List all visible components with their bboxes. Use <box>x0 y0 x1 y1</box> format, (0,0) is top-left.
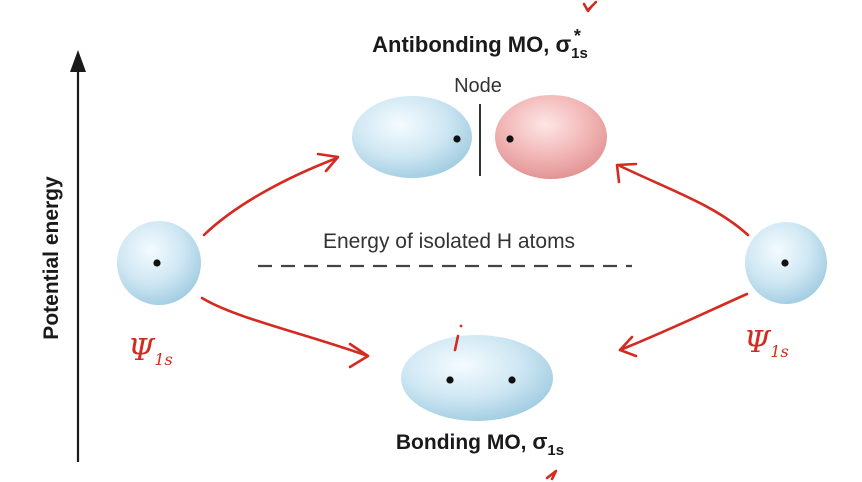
arrowhead <box>618 335 638 358</box>
stray-mark <box>453 334 460 352</box>
antibonding-lobe-pink <box>495 95 607 179</box>
arrowhead <box>348 342 370 369</box>
bonding-title: Bonding MO, σ1s <box>396 429 564 459</box>
antibonding-sigma: σ <box>555 31 571 57</box>
node-label: Node <box>454 75 502 97</box>
arrow-left-to-antibonding <box>202 156 339 237</box>
antibonding-label: Antibonding MO, <box>372 32 555 57</box>
arrow-right-to-bonding <box>618 292 749 352</box>
axis-arrowhead <box>70 50 86 72</box>
nucleus-dot <box>153 259 161 267</box>
handwritten-annotations: Ψ1s Ψ1s <box>128 0 789 481</box>
isolated-atoms-label: Energy of isolated H atoms <box>323 230 575 253</box>
arrow-right-to-antibonding <box>618 164 750 237</box>
antibonding-orbital <box>352 95 607 179</box>
antibonding-subscript: 1s <box>571 45 588 62</box>
bonding-sigma: σ <box>532 429 547 454</box>
arrowhead <box>615 162 638 184</box>
antibonding-star: * <box>574 26 581 46</box>
tick-mark-bottom <box>545 469 558 481</box>
bonding-label: Bonding MO, <box>396 431 532 454</box>
bonding-orbital <box>401 335 553 421</box>
nucleus-dot <box>781 259 789 267</box>
left-h-atom <box>117 221 201 305</box>
arrowhead <box>316 152 340 173</box>
stray-dot <box>459 324 463 328</box>
left-psi-label: Ψ1s <box>128 333 173 369</box>
axis-label: Potential energy <box>40 176 63 340</box>
nucleus-dot <box>506 135 514 143</box>
antibonding-title: Antibonding MO, σ1s* <box>372 26 588 62</box>
right-psi-label: Ψ1s <box>744 325 789 361</box>
arrow-left-to-bonding <box>200 296 370 358</box>
nucleus-dot <box>508 376 516 384</box>
tick-mark-top-hook <box>582 2 594 13</box>
right-h-atom <box>745 222 827 304</box>
bonding-lobe <box>401 335 553 421</box>
nucleus-dot <box>453 135 461 143</box>
energy-axis: Potential energy <box>40 50 86 462</box>
antibonding-lobe-blue <box>352 96 472 178</box>
bonding-subscript: 1s <box>547 442 564 459</box>
nucleus-dot <box>446 376 454 384</box>
